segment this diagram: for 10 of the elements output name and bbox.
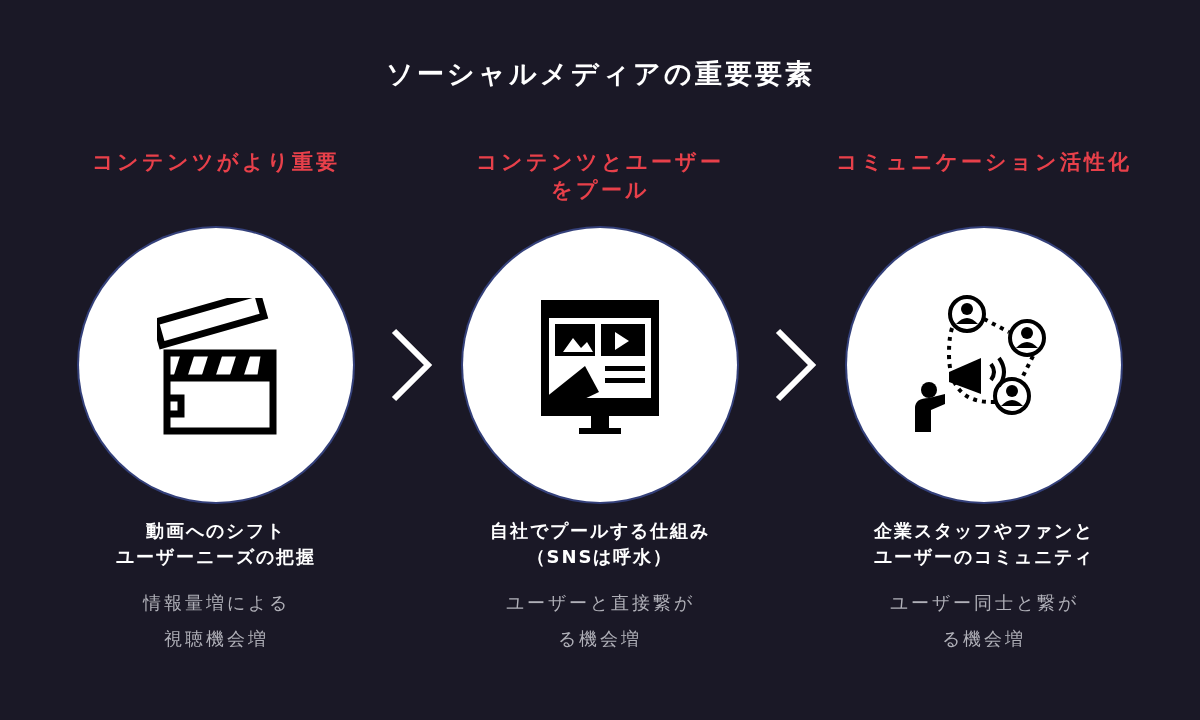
description-text: 企業スタッフやファンとユーザーのコミュニティ (873, 519, 1095, 569)
heading: コミュニケーション活性化 (835, 149, 1133, 176)
note-text: ユーザーと直接繋がる機会増 (504, 591, 696, 651)
description-text: 自社でプールする仕組み（SNSは呼水） (489, 519, 711, 569)
heading: コンテンツがより重要 (91, 149, 341, 176)
heading: コンテンツとユーザーをプール (475, 149, 725, 204)
title: ソーシャルメディアの重要要素 (384, 57, 816, 91)
description-text: 動画へのシフトユーザーニーズの把握 (115, 519, 317, 569)
note-text: 情報量増による視聴機会増 (141, 591, 291, 651)
note-text: ユーザー同士と繋がる機会増 (888, 591, 1080, 651)
